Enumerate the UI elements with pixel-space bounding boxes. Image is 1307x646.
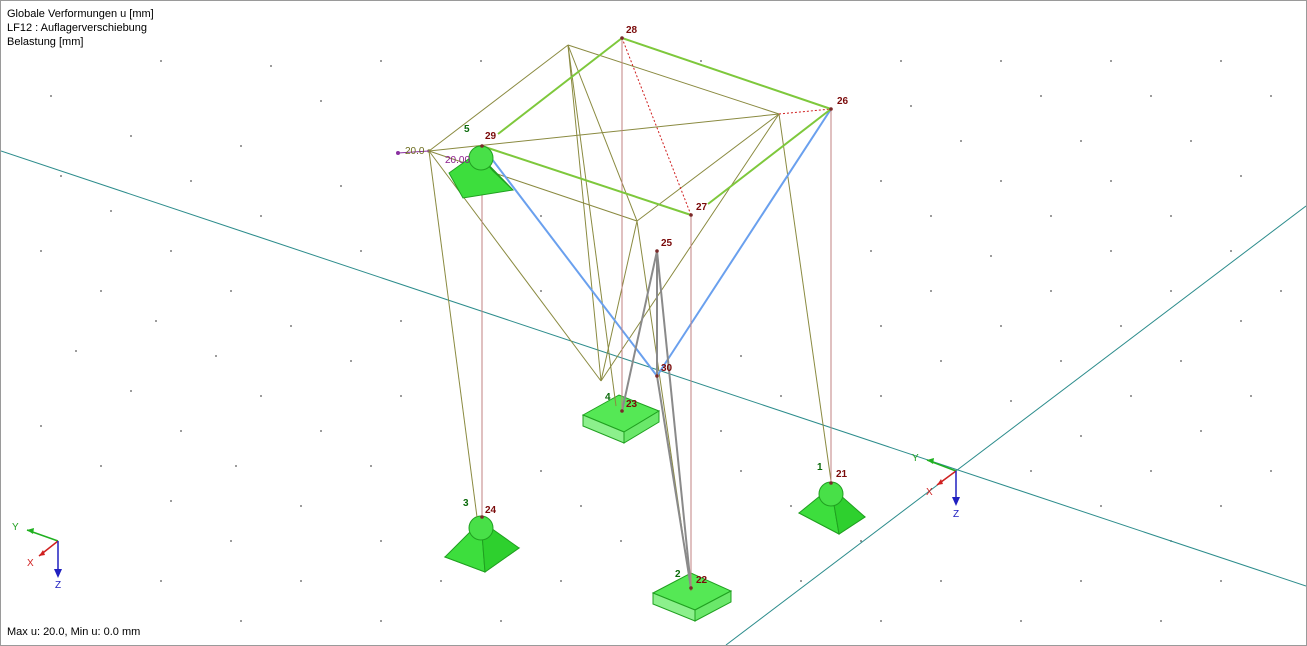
node-label-28: 28 — [626, 25, 638, 36]
node-label-30: 30 — [661, 363, 673, 374]
info-load-unit: Belastung [mm] — [7, 36, 84, 48]
grid-line-x — [1, 150, 1306, 587]
support-labels: 5 4 2 3 1 — [463, 124, 823, 580]
result-info-panel: Globale Verformungen u [mm] LF12 : Aufla… — [7, 7, 154, 49]
support-label-1: 1 — [817, 462, 823, 473]
load-value-label-b: 20.00 — [445, 155, 470, 166]
view-axis-label-y: Y — [12, 522, 19, 533]
node-label-22: 22 — [696, 575, 708, 586]
members-red — [621, 37, 832, 216]
grid-line-y — [725, 205, 1306, 645]
support-2[interactable] — [651, 572, 733, 622]
support-label-5: 5 — [464, 124, 470, 135]
deformation-range-status: Max u: 20.0, Min u: 0.0 mm — [7, 626, 141, 638]
support-4[interactable] — [581, 394, 661, 444]
background-dots — [40, 60, 1282, 622]
top-frame-green — [481, 37, 832, 216]
support-label-2: 2 — [675, 569, 681, 580]
node-points — [396, 36, 833, 590]
node-label-29: 29 — [485, 131, 497, 142]
view-axis-label-x: X — [27, 558, 34, 569]
load-indicator-line — [397, 150, 430, 154]
info-load-case: LF12 : Auflagerverschiebung — [7, 22, 148, 34]
info-result-type: Globale Verformungen u [mm] — [7, 8, 154, 20]
node-label-27: 27 — [696, 202, 708, 213]
axis-label-x: X — [926, 487, 933, 498]
view-axis-label-z: Z — [55, 580, 61, 591]
support-label-4: 4 — [605, 392, 611, 403]
node-label-21: 21 — [836, 469, 848, 480]
global-axis-triad: Y X Z — [912, 453, 960, 520]
axis-label-y: Y — [912, 453, 919, 464]
columns — [481, 38, 832, 588]
members-gray — [621, 250, 692, 589]
view-axis-triad: Y X Z — [12, 522, 62, 591]
support-3[interactable] — [443, 515, 521, 573]
axis-label-z: Z — [953, 509, 959, 520]
node-label-23: 23 — [626, 399, 638, 410]
support-label-3: 3 — [463, 498, 469, 509]
node-labels: 28 26 29 27 25 30 23 22 24 21 — [485, 25, 849, 586]
node-label-24: 24 — [485, 505, 497, 516]
load-value-label-a: 20.0 — [405, 146, 425, 157]
node-label-25: 25 — [661, 238, 673, 249]
support-1[interactable] — [797, 481, 866, 535]
bracing-blue — [481, 108, 832, 377]
node-label-26: 26 — [837, 96, 849, 107]
support-5[interactable] — [448, 145, 515, 199]
